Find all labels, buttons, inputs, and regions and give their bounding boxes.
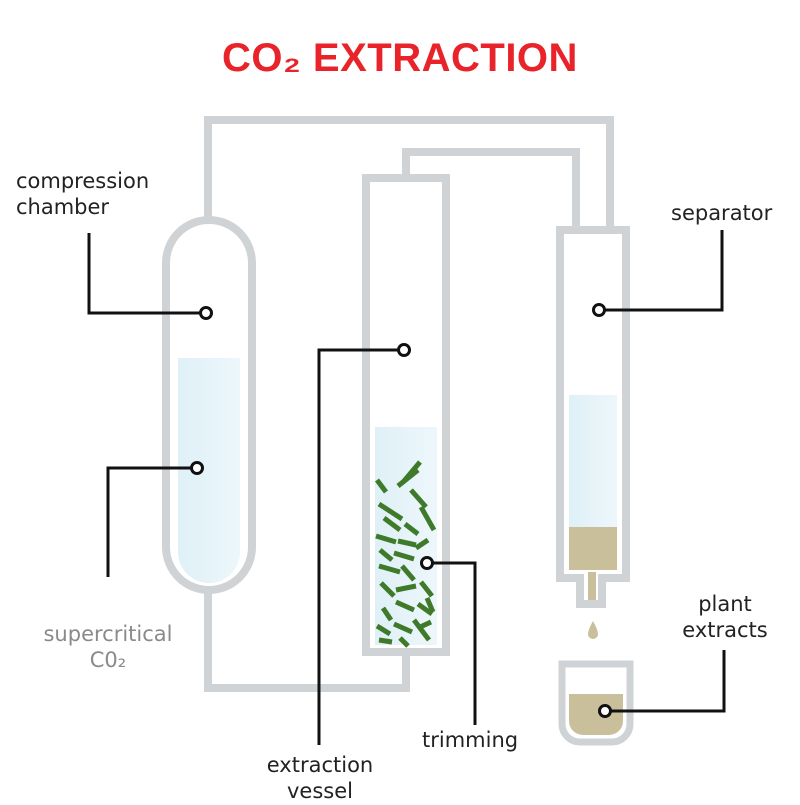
trimming-piece [409,488,428,509]
leader-extraction-vessel [317,348,399,745]
trimming-piece [377,501,404,522]
label-supercritical-line2: C0₂ [89,648,127,672]
label-compression-chamber: compression chamber [16,168,149,220]
trimming-piece [380,606,394,622]
label-separator: separator [671,201,773,225]
label-extraction-line1: extraction [266,753,374,777]
pin-separator [592,303,606,317]
pin-compression-chamber [199,306,213,320]
extract-droplet [588,621,598,639]
trimming-pieces [375,460,437,648]
trimming-piece [378,563,401,575]
beaker-extract [569,694,623,735]
trimming-piece [379,581,396,598]
leader-compression-chamber [87,233,201,315]
label-extraction-vessel: extraction vessel [250,752,390,804]
trimming-piece [419,580,434,598]
pipes [204,116,614,692]
label-plant-line1: plant [698,592,752,616]
trimming-piece [414,537,430,551]
label-compression-line2: chamber [16,195,110,219]
leader-trimming [432,561,477,725]
label-extraction-line2: vessel [287,779,353,803]
pin-trimming [420,556,434,570]
trimming-piece [393,550,415,562]
trimming-piece [378,637,393,645]
pin-extraction-vessel [397,343,411,357]
separator-nozzle-fill [588,572,596,600]
trimming-piece [375,533,397,545]
pin-plant-extracts [598,704,612,718]
separator [556,226,630,639]
trimming-piece [396,468,420,488]
trimming-piece [394,599,416,613]
trimming-piece [416,601,434,617]
pin-supercritical [190,461,204,475]
label-plant-line2: extracts [682,618,768,642]
leader-plant-extracts [610,650,726,713]
trimming-piece [398,636,410,648]
leader-supercritical [106,466,192,577]
pipe-compression-to-extraction [204,585,410,692]
pipe-extraction-to-separator [402,148,580,230]
separator-liquid [569,395,617,527]
compression-chamber-liquid [178,358,240,583]
collection-beaker [558,660,634,746]
label-supercritical-line1: supercritical [43,622,173,646]
separator-extract [569,527,617,570]
trimming-piece [400,564,416,582]
leader-separator [604,230,724,312]
label-compression-line1: compression [16,169,150,193]
extraction-vessel [362,174,450,656]
trimming-piece [392,621,414,635]
trimming-piece [424,597,436,613]
pipe-compression-to-separator [204,116,614,230]
trimming-piece [375,623,392,637]
trimming-piece [403,522,420,536]
trimming-piece [395,583,417,593]
compression-chamber [162,216,256,594]
trimming-piece [418,505,437,532]
diagram-title: CO₂ EXTRACTION [222,36,578,80]
trimming-piece [416,619,433,631]
label-plant-extracts: plant extracts [670,591,780,643]
label-trimming: trimming [422,728,519,752]
label-supercritical-co2: supercritical C0₂ [30,621,186,673]
trimming-piece [375,478,388,494]
trimming-piece [382,516,402,532]
trimming-piece [397,538,417,548]
trimming-piece [412,618,431,642]
trimming-piece [378,548,394,562]
